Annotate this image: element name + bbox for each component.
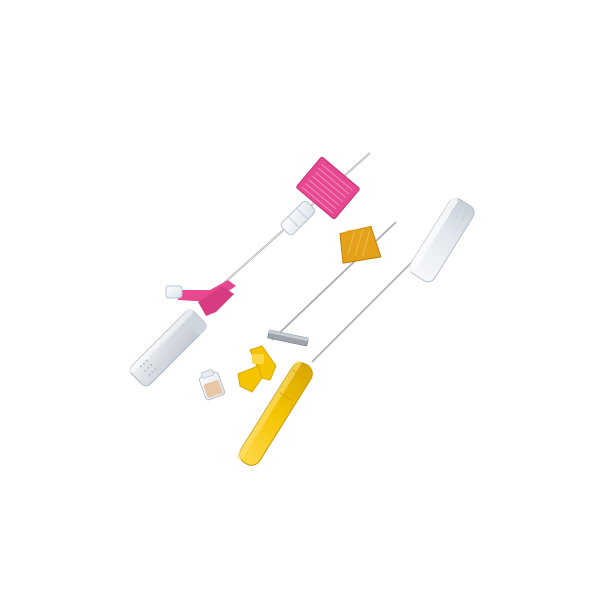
clear-connector-piece bbox=[280, 200, 316, 236]
orange-wing-tab bbox=[339, 225, 382, 264]
pink-cannula-assembly bbox=[128, 152, 371, 387]
yellow-handle bbox=[237, 360, 313, 466]
injection-port-cap bbox=[198, 369, 226, 401]
grey-cannula-barrel bbox=[128, 308, 208, 387]
metal-clip bbox=[267, 329, 309, 347]
yellow-stylet-wire bbox=[311, 253, 421, 363]
yellow-cannula-assembly bbox=[198, 196, 475, 466]
yellow-y-hub bbox=[237, 345, 277, 393]
protective-sheath-cap bbox=[408, 196, 475, 283]
pink-y-hub bbox=[165, 280, 236, 316]
pink-wing-tab bbox=[296, 156, 360, 220]
